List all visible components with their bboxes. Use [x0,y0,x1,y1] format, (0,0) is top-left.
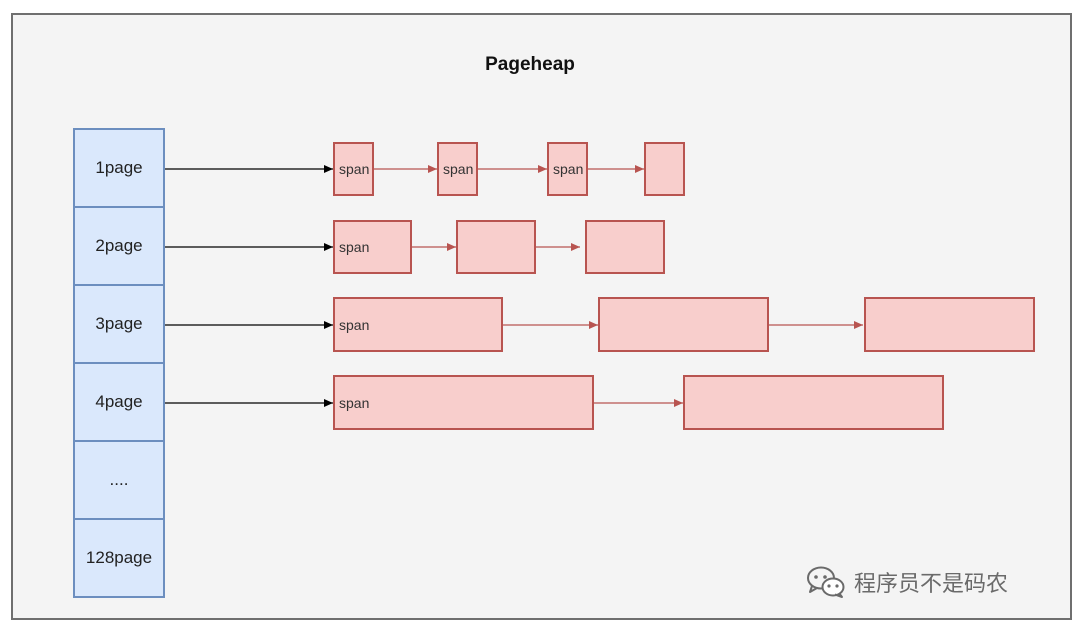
page-cell-ellipsis: .... [73,440,165,520]
span-1page-2: span [437,142,478,196]
page-cell-2page: 2page [73,206,165,286]
span-4page-2 [683,375,944,430]
span-3page-3 [864,297,1035,352]
diagram-title: Pageheap [485,54,575,75]
wechat-icon [807,566,845,598]
span-1page-3: span [547,142,588,196]
watermark-text: 程序员不是码农 [854,571,1009,596]
span-4page-1: span [333,375,594,430]
span-1page-1: span [333,142,374,196]
span-3page-1: span [333,297,503,352]
span-2page-2 [456,220,536,274]
watermark: 程序员不是码农 [806,564,1008,600]
span-2page-1: span [333,220,412,274]
page-cell-4page: 4page [73,362,165,442]
span-1page-4 [644,142,685,196]
page-cell-128page: 128page [73,518,165,598]
span-2page-3 [585,220,665,274]
span-3page-2 [598,297,769,352]
